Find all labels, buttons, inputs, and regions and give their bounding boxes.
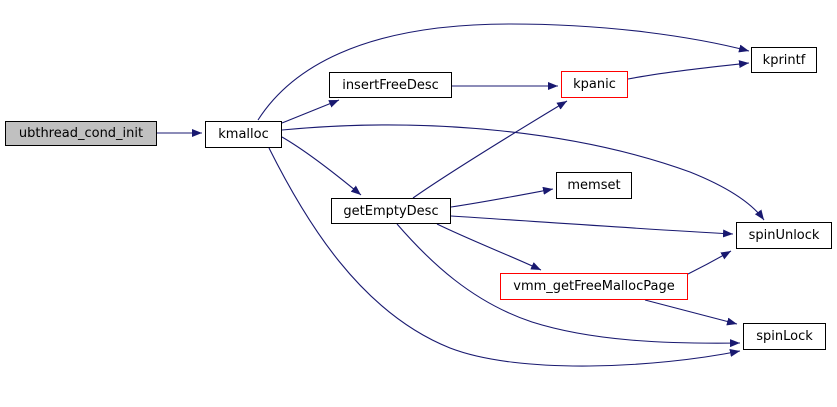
edge-kpanic-to-kprintf (627, 60, 750, 80)
edge-getEmptyDesc-to-vmm_getFreeMallocPage (436, 223, 542, 271)
edge-kmalloc-to-kprintf (257, 23, 750, 121)
node-insertFreeDesc[interactable]: insertFreeDesc (329, 72, 452, 98)
node-kpanic[interactable]: kpanic (561, 71, 628, 98)
edge-getEmptyDesc-to-spinLock (396, 223, 741, 348)
node-vmm_getFreeMallocPage[interactable]: vmm_getFreeMallocPage (500, 273, 688, 300)
edge-vmm_getFreeMallocPage-to-spinUnlock (687, 250, 732, 275)
edge-kmalloc-to-insertFreeDesc (281, 99, 340, 124)
edge-vmm_getFreeMallocPage-to-spinLock (644, 299, 738, 326)
edge-kmalloc-to-getEmptyDesc (281, 136, 362, 196)
edge-getEmptyDesc-to-kpanic (412, 100, 568, 199)
node-memset[interactable]: memset (556, 172, 632, 199)
node-spinLock[interactable]: spinLock (743, 323, 826, 350)
node-getEmptyDesc[interactable]: getEmptyDesc (331, 198, 451, 224)
edge-getEmptyDesc-to-memset (450, 186, 554, 208)
node-kmalloc[interactable]: kmalloc (205, 121, 282, 148)
node-spinUnlock[interactable]: spinUnlock (736, 222, 832, 249)
node-kprintf[interactable]: kprintf (751, 47, 817, 73)
edge-getEmptyDesc-to-spinUnlock (450, 215, 734, 238)
edge-kmalloc-to-spinLock (268, 147, 741, 367)
edge-kmalloc-to-spinUnlock (281, 124, 765, 221)
node-ubthread_cond_init: ubthread_cond_init (5, 121, 157, 146)
